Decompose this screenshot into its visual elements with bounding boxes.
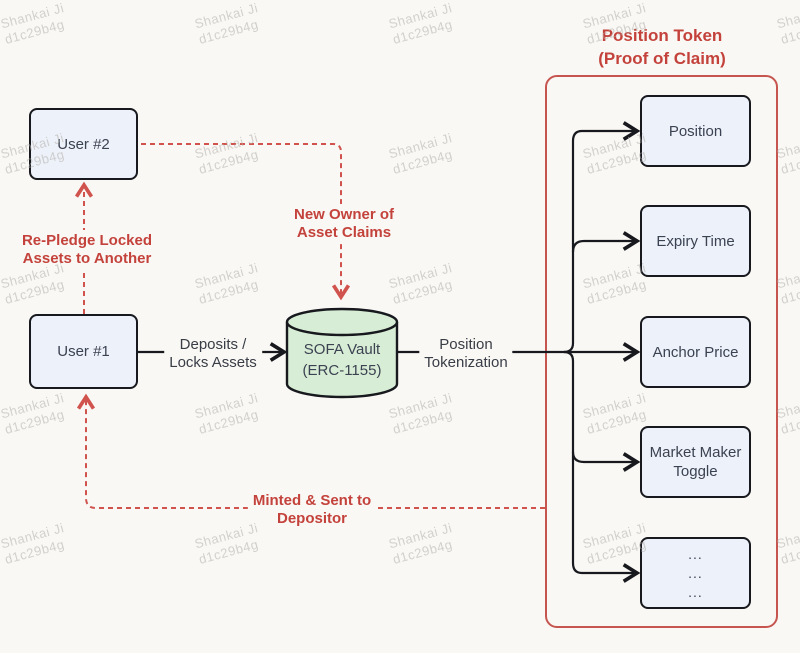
repledge-line1: Re-Pledge Locked [21,232,153,249]
repledge-line2: Assets to Another [22,250,152,267]
user1-label: User #1 [57,343,110,360]
tokenization-line2: Tokenization [424,354,508,371]
arrow-trunk-down-ellipsis [563,350,637,573]
edge-label-deposits: Deposits / Locks Assets [164,334,262,374]
vault-label-line2: (ERC-1155) [302,362,382,379]
dashed-arrow-new-owner [141,143,341,297]
ellipsis-line-3: ... [688,583,703,600]
vault-label-line1: SOFA Vault [303,341,381,358]
token-box-market-maker-toggle: Market Maker Toggle [640,426,751,498]
tokenization-line1: Position [439,336,493,353]
minted-line2: Depositor [276,510,348,527]
minted-line1: Minted & Sent to [252,492,372,509]
arrow-branch-market-maker [571,451,637,462]
token-box-expiry-time: Expiry Time [640,205,751,277]
panel-title-line1: Position Token [601,26,723,45]
vault-label: SOFA Vault (ERC-1155) [303,339,382,381]
arrow-branch-expiry-time [571,241,637,253]
sofa-vault-cylinder [285,307,399,399]
token-box-mmt-label: Market Maker Toggle [649,444,742,480]
deposits-line1: Deposits / [179,336,247,353]
token-box-ellipsis: ... ... ... [640,537,751,609]
token-box-expiry-label: Expiry Time [656,232,735,250]
edge-label-minted: Minted & Sent to Depositor [247,490,377,530]
token-box-position: Position [640,95,751,167]
new-owner-line2: Asset Claims [296,224,392,241]
new-owner-line1: New Owner of [293,206,395,223]
token-box-position-label: Position [668,122,723,140]
user2-label: User #2 [57,135,110,153]
token-box-anchor-price: Anchor Price [640,316,751,388]
edge-label-repledge: Re-Pledge Locked Assets to Another [16,230,158,270]
user2-box: User #2 [29,108,138,180]
edge-label-new-owner: New Owner of Asset Claims [288,204,400,244]
deposits-line2: Locks Assets [169,354,257,371]
edge-label-tokenization: Position Tokenization [419,334,513,374]
arrow-trunk-up-position [563,131,637,354]
token-box-anchor-label: Anchor Price [652,343,739,361]
panel-title-line2: (Proof of Claim) [598,49,726,68]
ellipsis-line-1: ... [688,545,703,562]
user1-box: User #1 [29,314,138,389]
ellipsis-line-2: ... [688,564,703,581]
panel-title: Position Token (Proof of Claim) [598,24,726,70]
